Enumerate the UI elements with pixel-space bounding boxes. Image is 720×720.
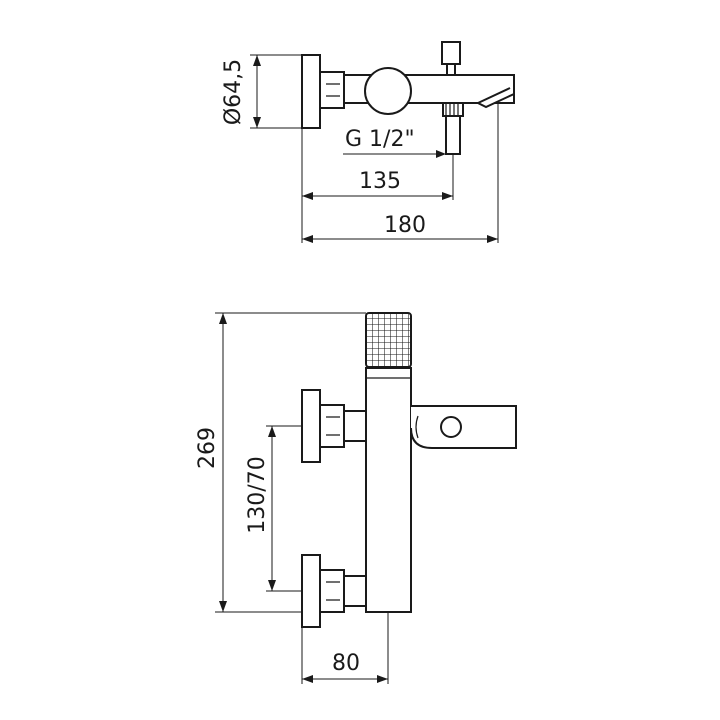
depth-80-label: 80 [332, 651, 360, 676]
dim-180-label: 180 [384, 213, 426, 238]
front-knurled-handle [365, 312, 412, 368]
front-view: 269 130/70 80 [195, 312, 517, 684]
top-control-handle [364, 67, 412, 115]
centers-130-70-label: 130/70 [245, 456, 270, 533]
top-eccentric-connector [319, 71, 345, 109]
dim-135-label: 135 [359, 169, 401, 194]
top-spout [475, 75, 515, 109]
height-269-label: 269 [195, 427, 220, 469]
front-spout [410, 405, 517, 449]
front-lower-flange [301, 554, 321, 628]
top-view: Ø64,5 G 1/2" 135 180 [221, 41, 515, 243]
front-mixer-body [365, 367, 412, 613]
top-diverter-knob [441, 41, 461, 65]
thread-label: G 1/2" [345, 127, 415, 152]
top-wall-flange [301, 54, 321, 129]
front-diverter-hole [440, 416, 462, 438]
front-upper-flange [301, 389, 321, 463]
diameter-label: Ø64,5 [221, 59, 246, 125]
